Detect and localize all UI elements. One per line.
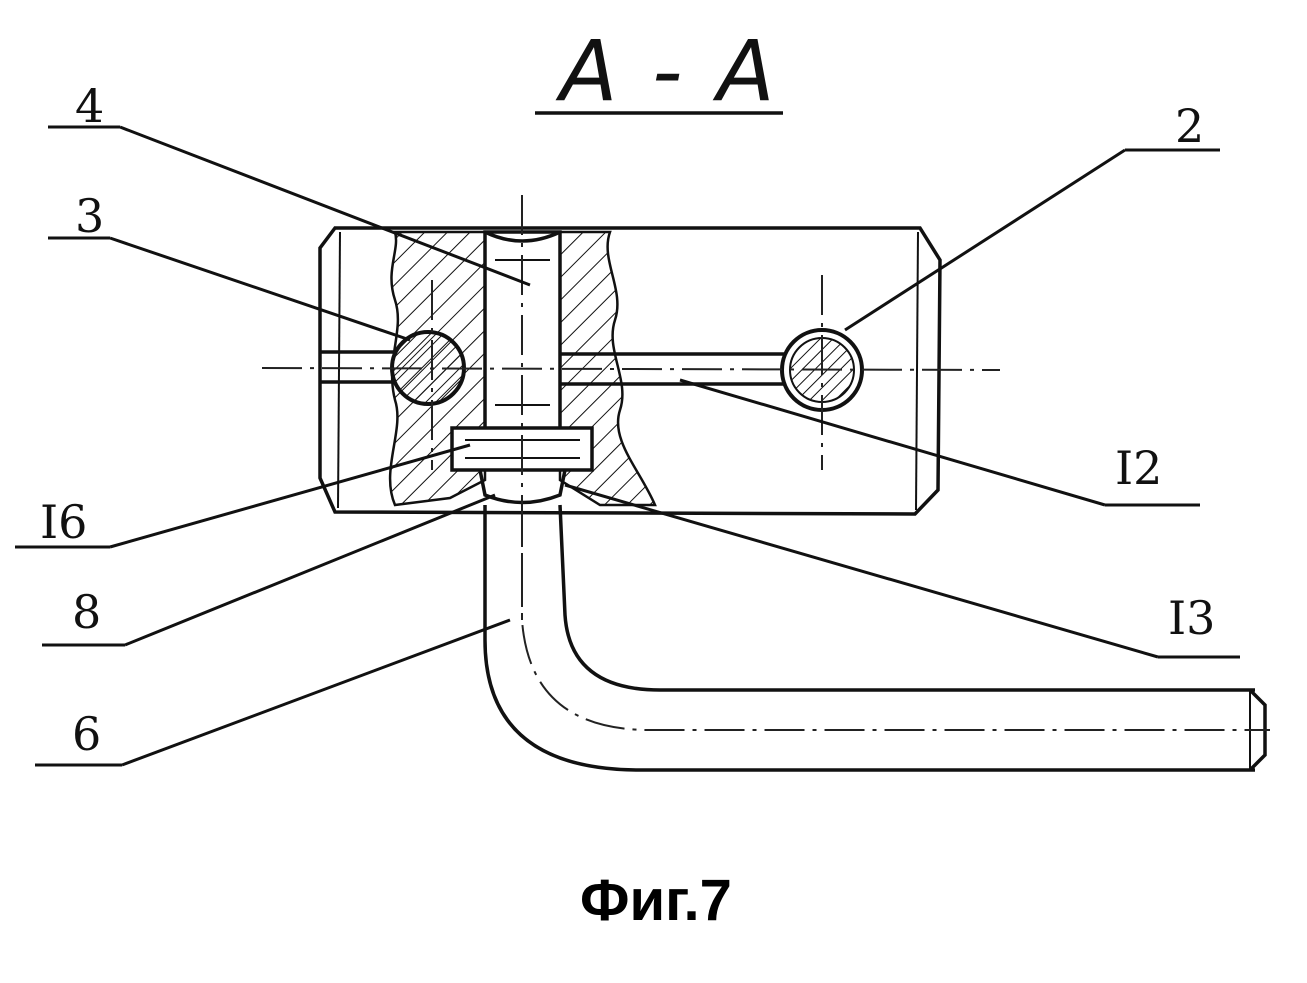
- handle: [485, 505, 1270, 770]
- callout-label-3: 3: [75, 189, 104, 243]
- callout-label-6: 6: [72, 707, 101, 761]
- leader-lines: [15, 127, 1240, 765]
- callout-label-4: 4: [75, 79, 104, 133]
- section-title: A - A: [555, 22, 779, 120]
- callout-label-12: I2: [1115, 441, 1162, 495]
- callout-label-16: I6: [40, 495, 87, 549]
- callout-label-2: 2: [1175, 99, 1204, 153]
- callout-label-13: I3: [1168, 591, 1215, 645]
- figure-caption: Фиг.7: [580, 868, 732, 933]
- callout-label-8: 8: [72, 585, 101, 639]
- center-axes: [262, 195, 1000, 620]
